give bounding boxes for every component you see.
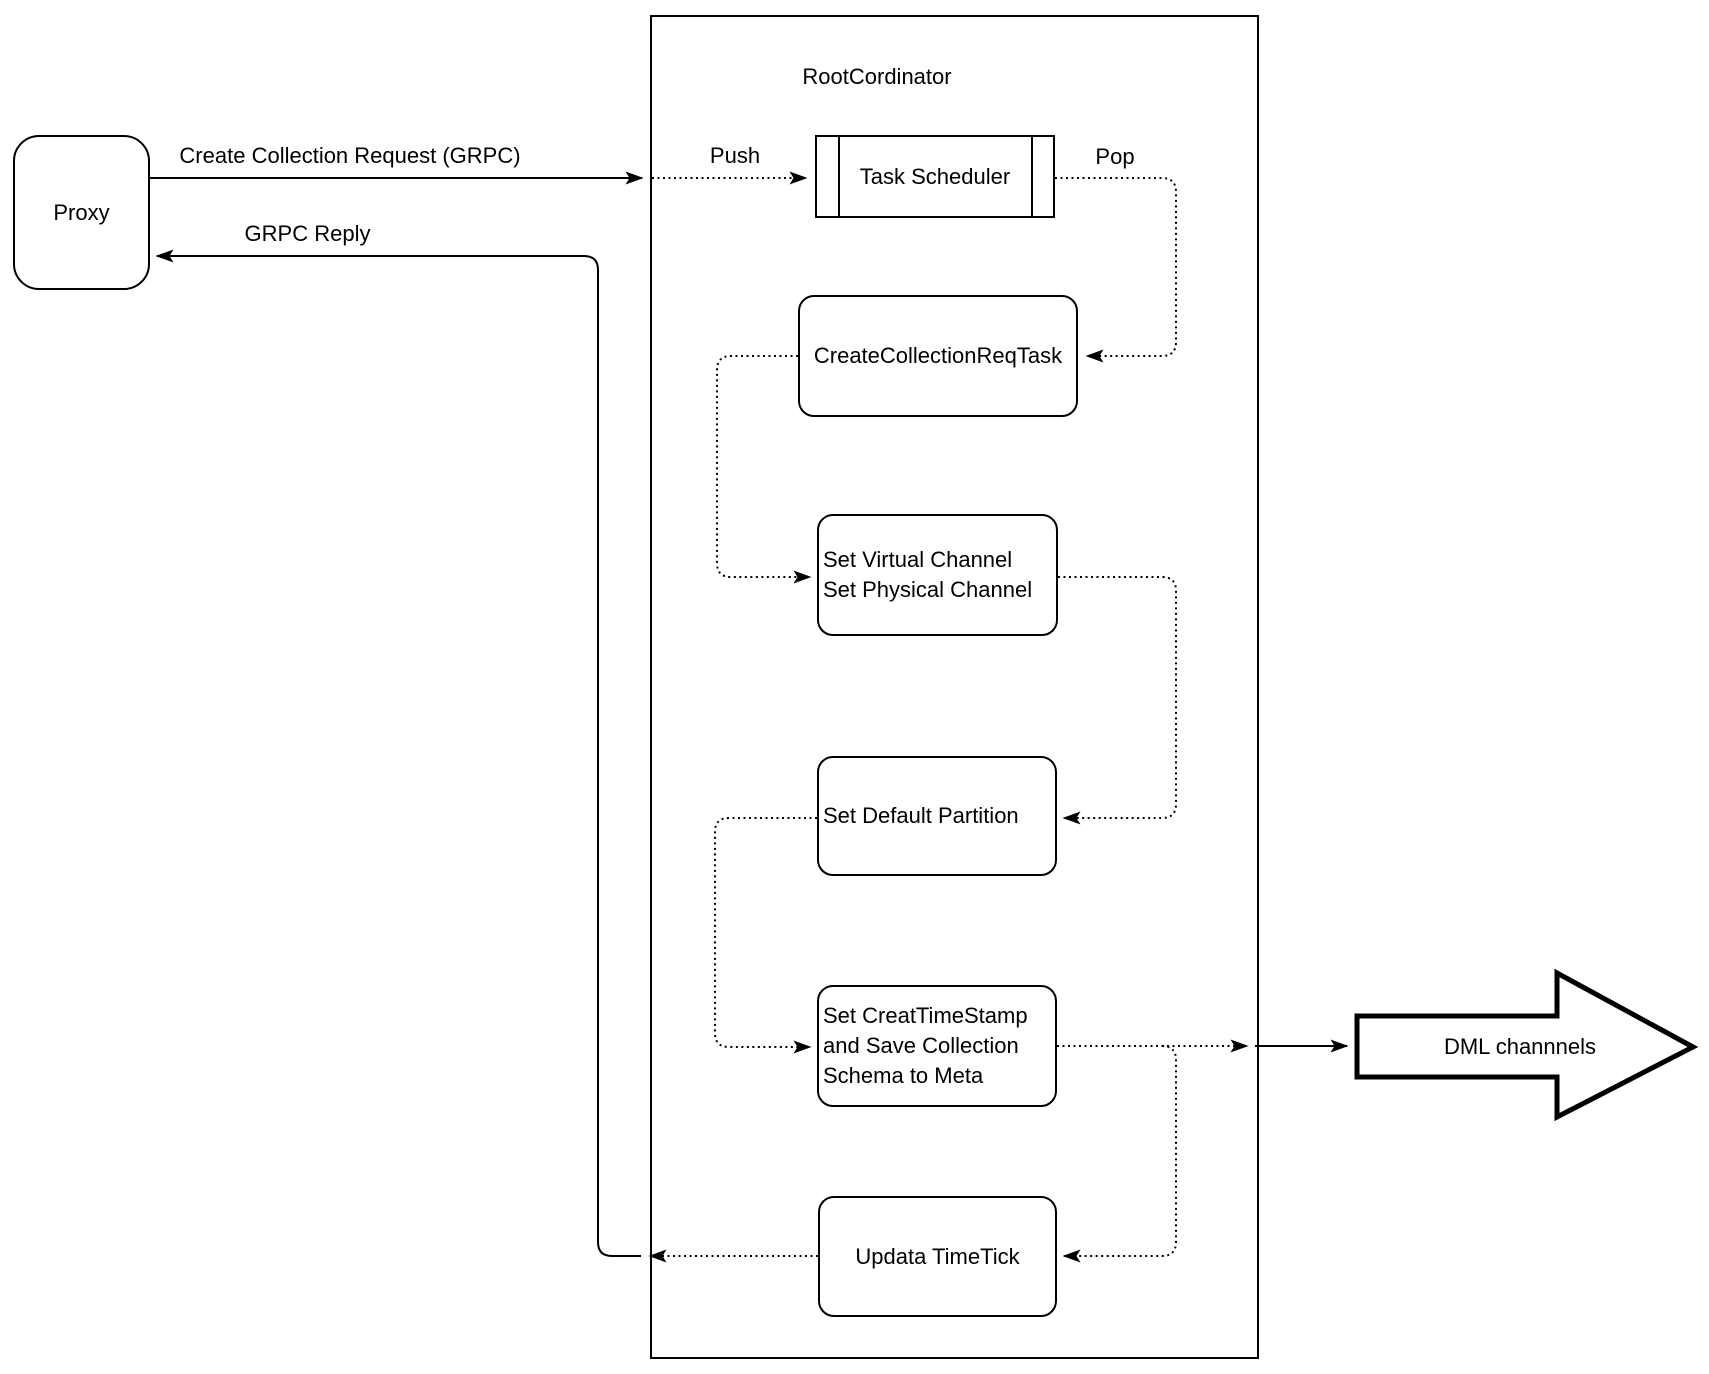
edge-pop — [1055, 177, 1177, 363]
node-proxy-label: Proxy — [53, 199, 110, 225]
edge-label-grpc-reply: GRPC Reply — [244, 221, 371, 246]
task-scheduler-left-bar — [838, 137, 840, 216]
edge-label-push: Push — [709, 143, 761, 168]
node-proxy: Proxy — [13, 135, 150, 290]
dml-channels-label: DML channnels — [1443, 1034, 1597, 1059]
dml-channels-arrow-shape — [1354, 968, 1699, 1122]
node-set-channel: Set Virtual Channel Set Physical Channel — [817, 514, 1058, 636]
node-set-default-partition-label: Set Default Partition — [823, 803, 1019, 828]
node-set-create-timestamp-line2: and Save Collection — [823, 1033, 1019, 1058]
root-coordinator-title: RootCordinator — [802, 64, 952, 89]
node-task-scheduler-label: Task Scheduler — [859, 163, 1011, 189]
edge-label-pop: Pop — [1095, 144, 1135, 169]
node-set-create-timestamp-line3: Schema to Meta — [823, 1063, 984, 1088]
node-create-collection-req-task-label: CreateCollectionReqTask — [813, 343, 1063, 368]
node-update-timetick: Updata TimeTick — [818, 1196, 1057, 1317]
edge-reqtask-to-setchannel — [716, 355, 812, 584]
node-set-channel-line2: Set Physical Channel — [823, 577, 1033, 602]
edge-partition-to-timestamp — [714, 817, 817, 1054]
node-set-default-partition: Set Default Partition — [817, 756, 1057, 876]
node-task-scheduler: Task Scheduler — [815, 135, 1055, 218]
node-set-create-timestamp-line1: Set CreatTimeStamp — [823, 1003, 1028, 1028]
edge-label-create-collection-request: Create Collection Request (GRPC) — [179, 143, 521, 168]
edge-timestamp-to-timetick — [1062, 1045, 1177, 1263]
edge-grpc-reply — [155, 249, 641, 1257]
root-coordinator-container — [650, 15, 1259, 1359]
node-update-timetick-label: Updata TimeTick — [855, 1243, 1020, 1269]
node-set-create-timestamp: Set CreatTimeStamp and Save Collection S… — [817, 985, 1057, 1107]
node-set-channel-line1: Set Virtual Channel — [823, 547, 1013, 572]
edge-setchannel-to-partition — [1058, 576, 1177, 825]
task-scheduler-right-bar — [1031, 137, 1033, 216]
node-create-collection-req-task: CreateCollectionReqTask — [798, 295, 1078, 417]
